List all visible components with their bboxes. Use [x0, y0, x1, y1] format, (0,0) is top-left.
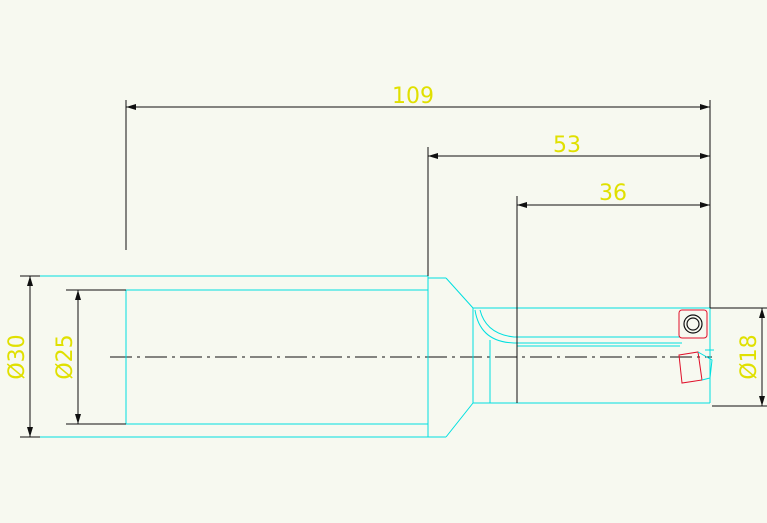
insert-bottom-edge — [697, 351, 713, 381]
dim-flute-length: 53 — [553, 133, 581, 158]
dim-shank-diameter: Ø30 — [5, 334, 30, 379]
cutting-insert-top — [678, 309, 708, 339]
dim-neck-diameter: Ø25 — [53, 334, 78, 379]
dim-overall-length: 109 — [392, 84, 434, 109]
dim-cut-depth: 36 — [599, 181, 627, 206]
tool-body — [20, 275, 714, 438]
dim-cutting-diameter: Ø18 — [737, 334, 762, 379]
extension-lines — [20, 100, 767, 438]
insert-screw-icon — [683, 314, 703, 334]
dimension-lines — [27, 104, 765, 437]
